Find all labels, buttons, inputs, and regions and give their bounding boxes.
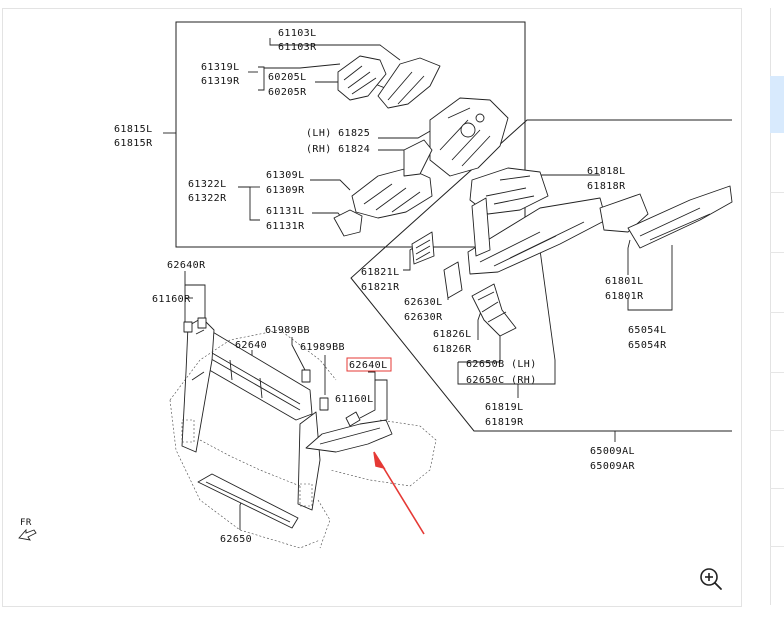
thumbnail-sidebar (770, 8, 784, 605)
part-side-member (467, 197, 607, 275)
label-61989BB-2: 61989BB (300, 342, 345, 353)
part-62640R (181, 317, 215, 453)
label-61815R: 61815R (114, 138, 153, 149)
thumbnail-divider (770, 372, 784, 373)
highlighted-part-62640L[interactable]: 62640L (346, 357, 392, 372)
label-65009AR: 65009AR (590, 461, 636, 472)
thumbnail-divider (770, 430, 784, 431)
label-61309R: 61309R (266, 185, 305, 196)
part-61826 (471, 283, 517, 337)
label-62640L: 62640L (349, 360, 388, 371)
part-61989BB-2 (319, 397, 329, 411)
label-65054L: 65054L (628, 325, 667, 336)
thumbnail-divider (770, 252, 784, 253)
label-61815L: 61815L (114, 124, 153, 135)
zoom-in-button[interactable] (698, 566, 724, 592)
label-fr: FR (20, 518, 32, 528)
label-61826R: 61826R (433, 344, 472, 355)
label-65009AL: 65009AL (590, 446, 635, 457)
part-62650 (197, 473, 299, 529)
label-61319R: 61319R (201, 76, 240, 87)
label-61309L: 61309L (266, 170, 305, 181)
label-62650B: 62650B (LH) (466, 359, 537, 370)
part-61821 (411, 231, 435, 265)
zoom-in-icon (700, 568, 722, 590)
label-61818R: 61818R (587, 181, 626, 192)
label-61826L: 61826L (433, 329, 472, 340)
label-61821R: 61821R (361, 282, 400, 293)
callout-arrow (373, 451, 425, 535)
label-61160L: 61160L (335, 394, 374, 405)
part-61160R (183, 321, 193, 333)
front-direction-arrow (18, 528, 37, 541)
upper-assembly-box (175, 21, 526, 248)
label-61103L: 61103L (278, 28, 317, 39)
label-62630L: 62630L (404, 297, 443, 308)
side-frame-box (350, 119, 732, 432)
label-61131L: 61131L (266, 206, 305, 217)
label-61322R: 61322R (188, 193, 227, 204)
part-61989BB (301, 369, 311, 383)
label-61801L: 61801L (605, 276, 644, 287)
part-62630 (443, 261, 463, 299)
part-61160L (345, 411, 361, 427)
label-61319L: 61319L (201, 62, 240, 73)
label-61103R: 61103R (278, 42, 317, 53)
thumbnail-divider (770, 546, 784, 547)
label-60205R: 60205R (268, 87, 307, 98)
label-61824: (RH) 61824 (306, 144, 370, 155)
thumbnail-divider (770, 312, 784, 313)
diagram-panel (2, 8, 742, 607)
label-61825: (LH) 61825 (306, 128, 370, 139)
label-62650C: 62650C (RH) (466, 375, 537, 386)
label-61821L: 61821L (361, 267, 400, 278)
label-65054R: 65054R (628, 340, 667, 351)
label-61819L: 61819L (485, 402, 524, 413)
thumbnail-divider (770, 192, 784, 193)
label-61989BB-1: 61989BB (265, 325, 310, 336)
thumbnail-divider (770, 488, 784, 489)
label-61322L: 61322L (188, 179, 227, 190)
part-61309 (351, 167, 433, 219)
part-61131 (333, 209, 363, 237)
label-62640R: 62640R (167, 260, 206, 271)
label-62650: 62650 (220, 534, 252, 545)
label-62630R: 62630R (404, 312, 443, 323)
label-61818L: 61818L (587, 166, 626, 177)
label-61160R: 61160R (152, 294, 191, 305)
label-60205L: 60205L (268, 72, 307, 83)
label-62640: 62640 (235, 340, 267, 351)
label-61819R: 61819R (485, 417, 524, 428)
label-61131R: 61131R (266, 221, 305, 232)
part-61103 (377, 57, 441, 109)
thumbnail-selected[interactable] (770, 76, 784, 133)
label-61801R: 61801R (605, 291, 644, 302)
